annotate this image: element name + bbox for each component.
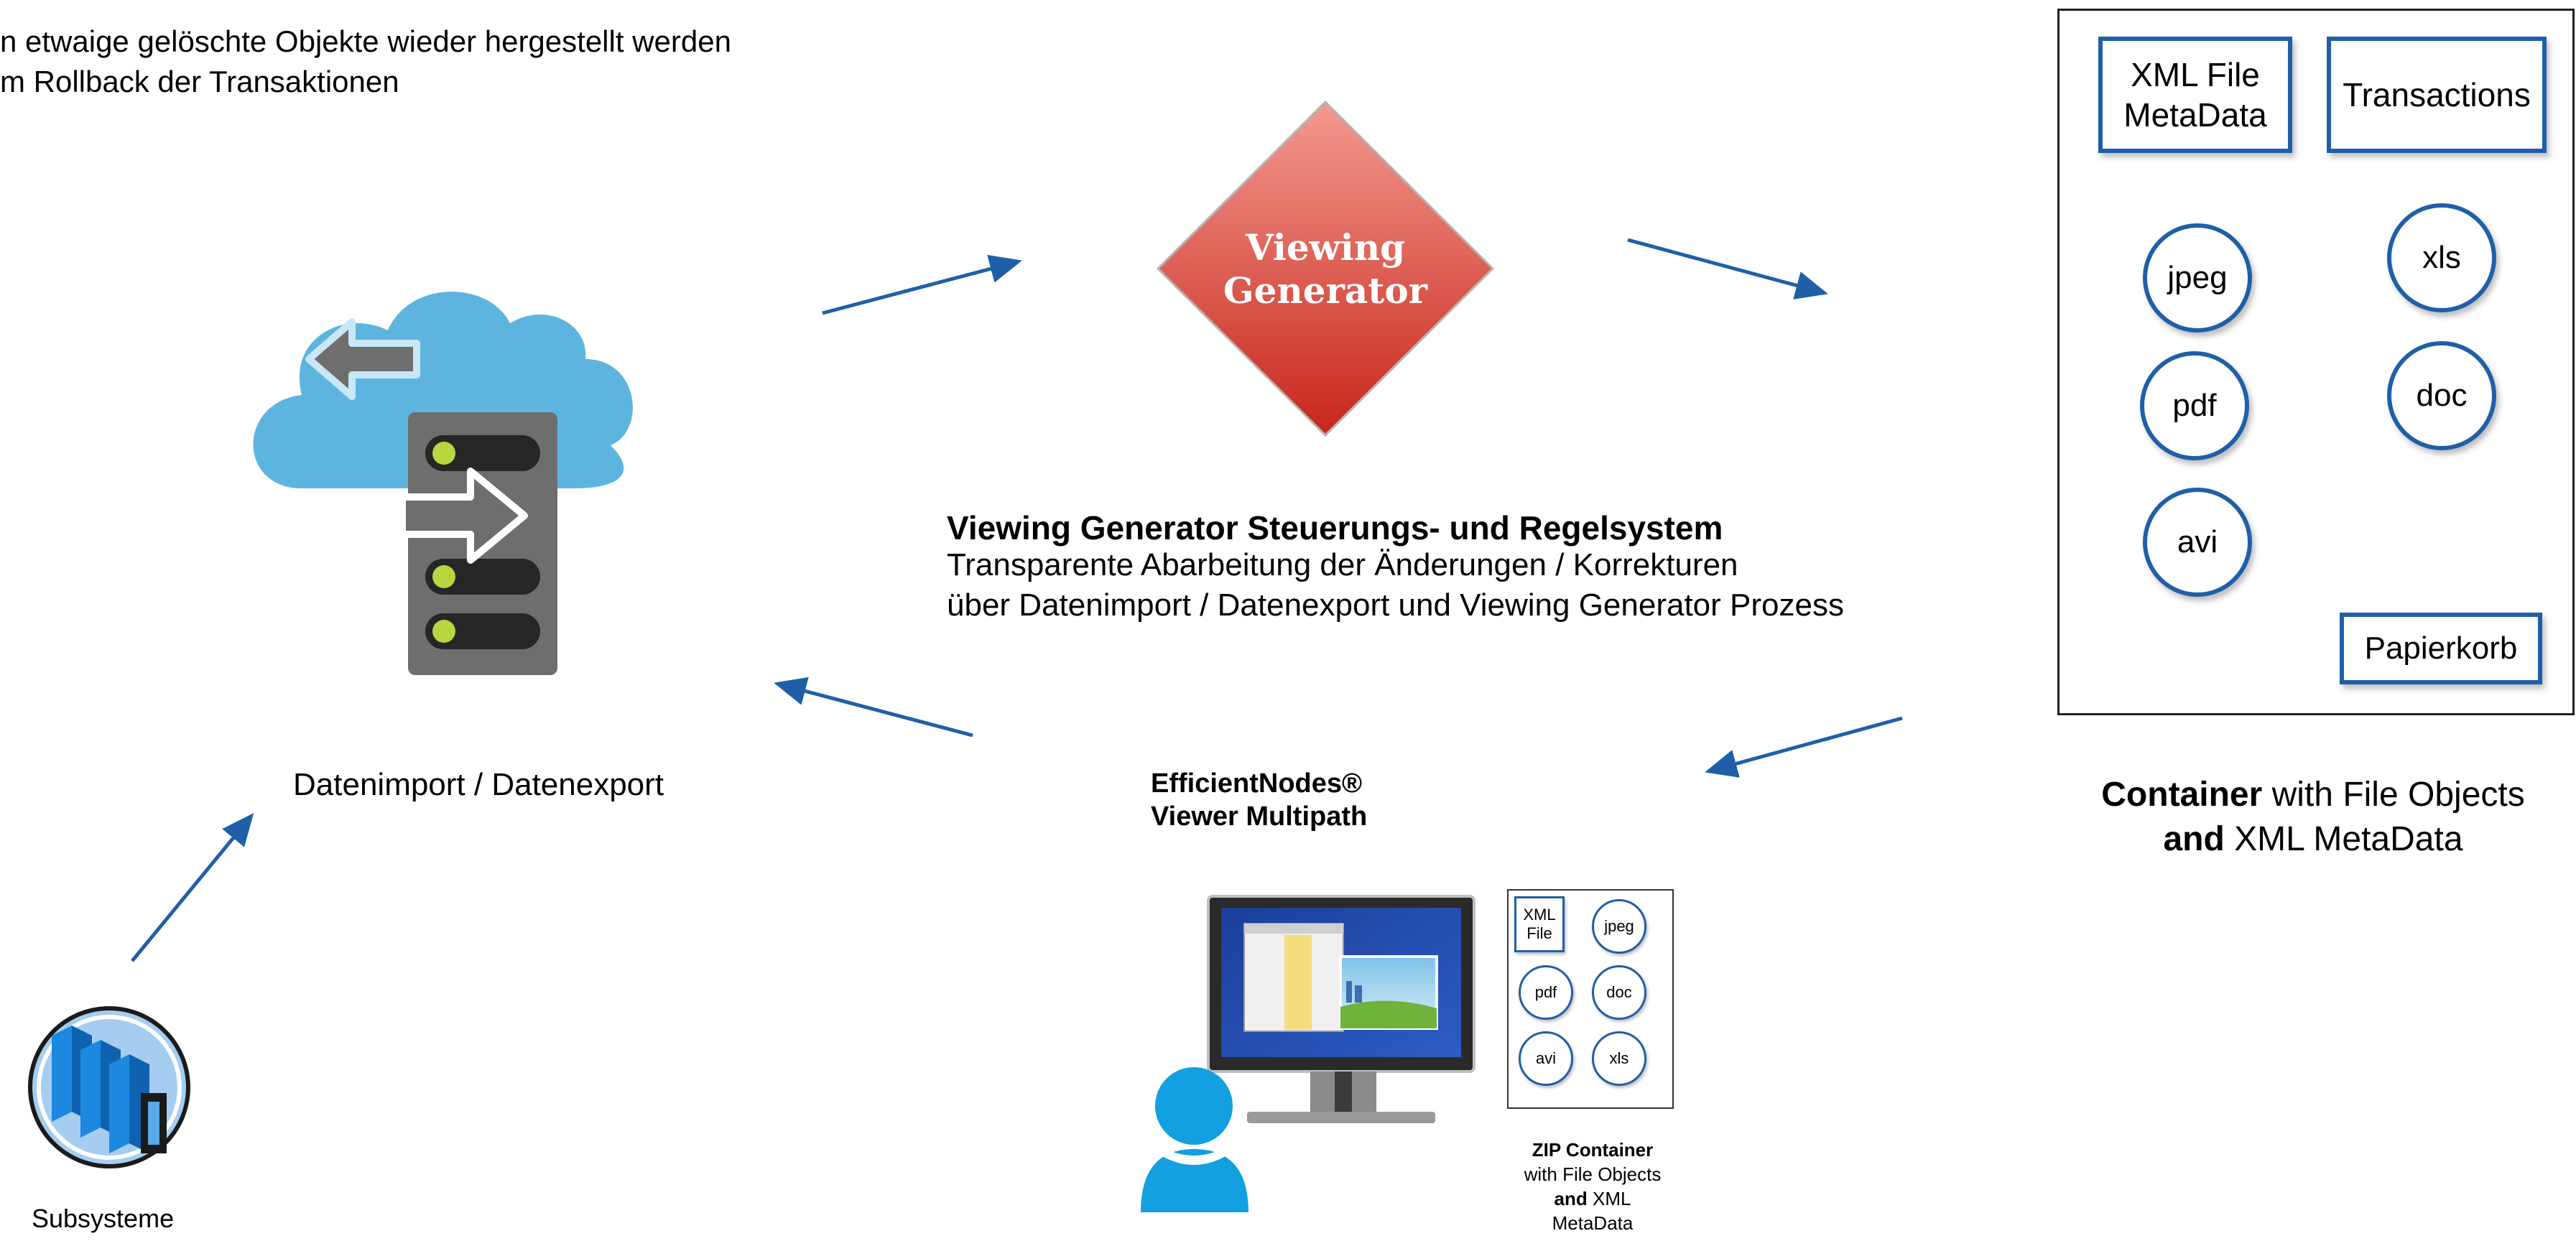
user-icon [1141,1067,1248,1212]
xml-metadata-line2: MetaData [2123,96,2267,134]
zip-file-pdf: pdf [1519,965,1573,1020]
container-caption: Container with File Objects and XML Meta… [2054,773,2572,862]
xml-metadata-box: XML File MetaData [2098,37,2292,153]
zip-caption-line2: with File Objects [1524,1163,1662,1185]
arrow-container-to-viewer [1705,716,1903,778]
transactions-box: Transactions [2327,37,2547,153]
arrow-subsystem-to-datenimport [131,813,254,962]
zip-file-avi: avi [1519,1031,1573,1086]
zip-container-panel: XML File jpeg pdf doc avi xls [1507,889,1674,1109]
zip-caption-xml: XML [1587,1188,1631,1209]
container-caption-bold2: and [2163,820,2225,858]
papierkorb-box: Papierkorb [2340,613,2542,684]
zip-caption-and: and [1554,1188,1588,1209]
zip-xml-line2: File [1526,924,1552,942]
monitor-icon [1207,895,1475,1123]
container-caption-bold1: Container [2101,776,2263,814]
center-line1: Transparente Abarbeitung der Änderungen … [947,547,1738,582]
zip-file-jpeg: jpeg [1592,899,1646,954]
datenimport-label: Datenimport / Datenexport [293,767,664,802]
zip-file-doc: doc [1592,965,1646,1020]
arrow-generator-to-container [1627,238,1828,299]
container-caption-rest2: XML MetaData [2224,820,2463,858]
xml-metadata-line1: XML File [2131,56,2260,93]
top-note: n etwaige gelöschte Objekte wieder herge… [0,22,731,102]
container-caption-rest1: with File Objects [2262,776,2525,814]
container-panel: XML File MetaData Transactions jpeg xls … [2057,9,2575,715]
zip-xml-line1: XML [1523,906,1556,924]
file-doc: doc [2387,341,2496,450]
file-jpeg: jpeg [2143,223,2252,333]
viewing-generator-diamond: Viewing Generator [1156,100,1495,437]
generator-label-line1: Viewing [1245,226,1405,269]
center-line2: über Datenimport / Datenexport und Viewi… [947,587,1844,623]
file-pdf: pdf [2140,351,2249,460]
zip-xml-file-box: XML File [1514,896,1565,952]
arrow-viewer-to-cloud [774,677,973,738]
cloud-server-icon [253,292,633,675]
viewer-label-line2: Viewer Multipath [1151,801,1368,832]
subsysteme-label: Subsysteme [32,1204,175,1233]
zip-caption-title: ZIP Container [1532,1139,1654,1161]
top-note-line2: m Rollback der Transaktionen [0,65,399,98]
generator-label-line2: Generator [1223,269,1428,312]
file-avi: avi [2143,488,2252,597]
viewer-label-line1: EfficientNodes® [1151,768,1363,799]
zip-caption: ZIP Container with File Objects and XML … [1503,1138,1682,1235]
subsystem-servers-icon [28,1006,190,1168]
zip-file-xls: xls [1592,1031,1646,1086]
file-xls: xls [2387,203,2496,312]
arrow-cloud-to-generator [822,254,1022,315]
zip-caption-line4: MetaData [1552,1212,1634,1234]
top-note-line1: n etwaige gelöschte Objekte wieder herge… [0,24,731,58]
viewer-label: EfficientNodes® Viewer Multipath [1151,767,1367,833]
center-title: Viewing Generator Steuerungs- und Regels… [947,509,1723,547]
